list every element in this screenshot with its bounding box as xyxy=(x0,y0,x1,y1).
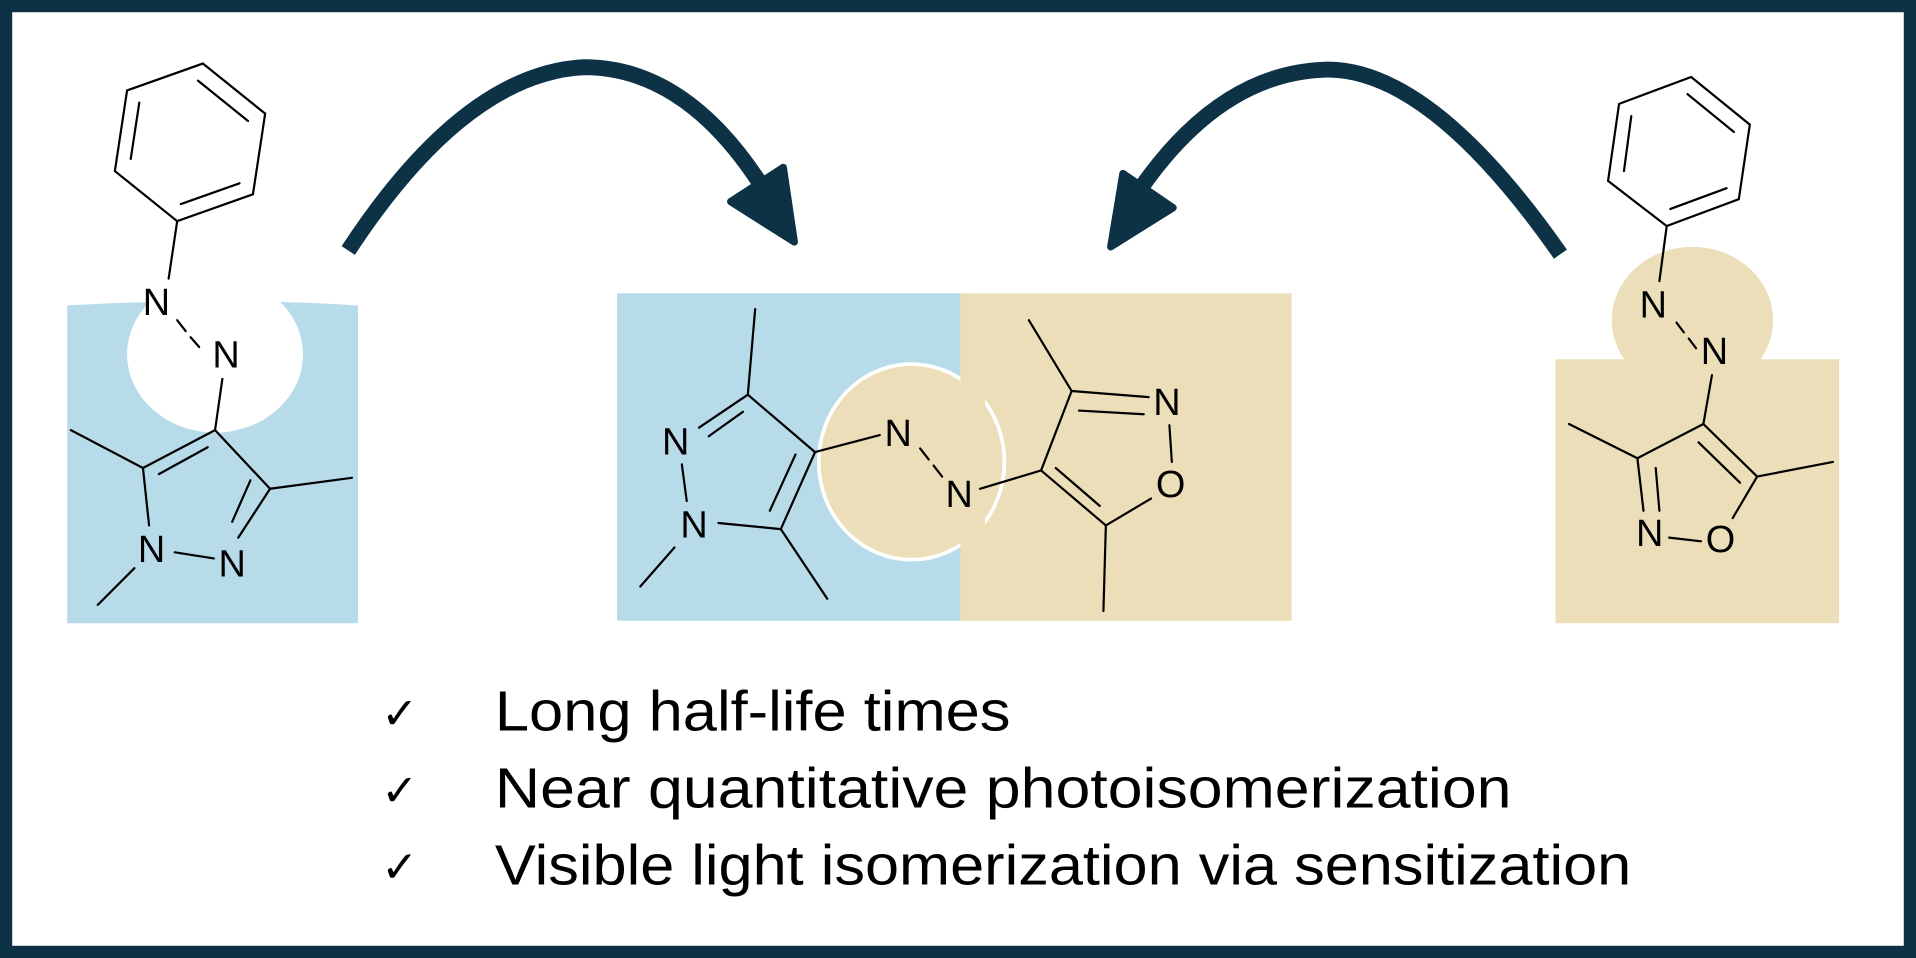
atom-label: N xyxy=(662,421,689,463)
atom-label: O xyxy=(1156,464,1185,506)
left-pyrazole-molecule: N N N N xyxy=(67,62,359,624)
azo-region xyxy=(816,362,1007,562)
checkmark-icon: ✓ xyxy=(381,688,418,739)
atom-label: N xyxy=(212,335,239,377)
feature-item: ✓ Near quantitative photoisomerization xyxy=(381,757,1511,820)
atom-label: N xyxy=(680,504,707,546)
atom-label: N xyxy=(1636,513,1663,555)
atom-label: N xyxy=(946,474,973,516)
feature-text: Long half-life times xyxy=(495,680,1011,743)
atom-label: N xyxy=(884,413,911,455)
atom-label: N xyxy=(1153,382,1180,424)
isoxazole-region xyxy=(960,293,1292,621)
isoxazole-region xyxy=(1555,359,1840,624)
pyrazole-ring xyxy=(69,429,354,606)
feature-text: Near quantitative photoisomerization xyxy=(495,757,1512,820)
atom-label: N xyxy=(138,529,165,571)
atom-label: N xyxy=(218,544,245,586)
right-isoxazole-molecule: N N N O xyxy=(1555,75,1840,624)
checkmark-icon: ✓ xyxy=(381,842,418,893)
feature-item: ✓ Visible light isomerization via sensit… xyxy=(381,834,1631,897)
isomerization-arrow-right xyxy=(341,59,798,255)
feature-item: ✓ Long half-life times xyxy=(381,680,1010,743)
azo-region xyxy=(1611,246,1774,394)
atom-label: O xyxy=(1706,519,1735,561)
isomerization-arrow-left xyxy=(1107,61,1567,259)
atom-label: N xyxy=(143,282,170,324)
checkmark-icon: ✓ xyxy=(381,765,418,816)
atom-label: N xyxy=(1640,284,1667,326)
center-hybrid-molecule: N N N N N O xyxy=(617,293,1292,621)
feature-list: ✓ Long half-life times ✓ Near quantitati… xyxy=(381,680,1631,897)
feature-text: Visible light isomerization via sensitiz… xyxy=(495,834,1631,897)
azo-cutout xyxy=(127,276,304,433)
atom-label: N xyxy=(1701,331,1728,373)
